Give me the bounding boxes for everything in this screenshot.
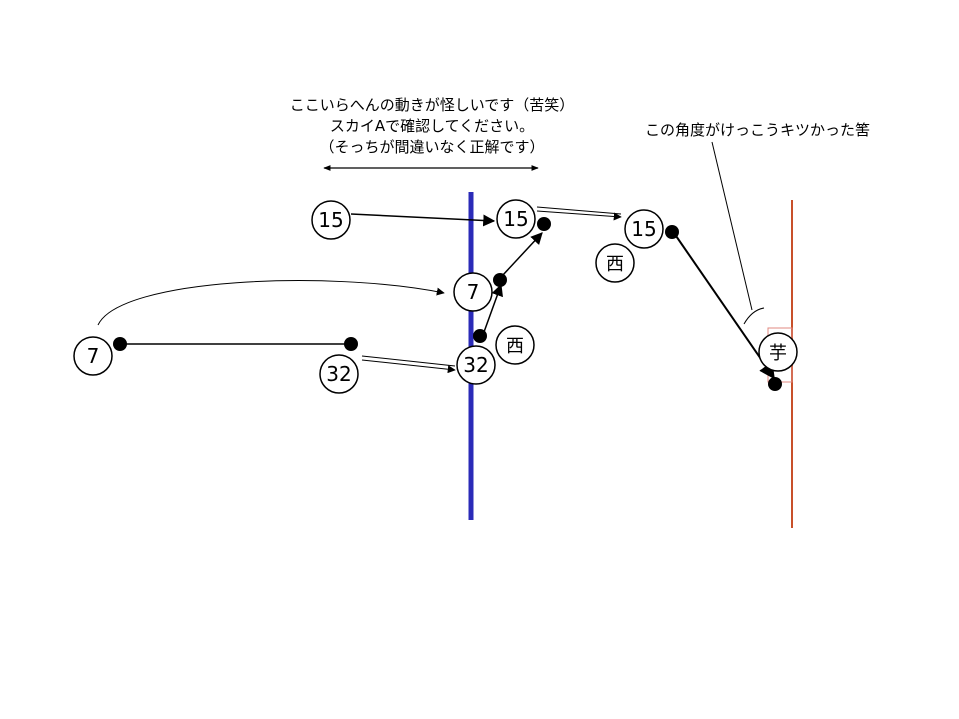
opponent-west-2-label: 西 bbox=[606, 254, 624, 275]
arrow-7-curve bbox=[97, 280, 445, 326]
player-15-start-label: 15 bbox=[318, 208, 343, 232]
ball-dot bbox=[665, 225, 679, 239]
player-7-start-label: 7 bbox=[87, 344, 100, 368]
angle-arc bbox=[743, 307, 765, 325]
opponent-west-2: 西 bbox=[595, 243, 635, 283]
arrow-15-run-2a bbox=[536, 206, 622, 215]
player-15-mid: 15 bbox=[496, 199, 536, 239]
top-comment-line1: ここいらへんの動きが怪しいです（苦笑） bbox=[290, 96, 575, 114]
angle-comment: この角度がけっこうキツかった筈 bbox=[645, 121, 870, 139]
top-comment: ここいらへんの動きが怪しいです（苦笑） スカイAで確認してください。 （そっちが… bbox=[290, 96, 575, 156]
arrow-pass-7-to-15 bbox=[501, 232, 543, 277]
ball-dot bbox=[473, 329, 487, 343]
top-comment-line2: スカイAで確認してください。 bbox=[330, 117, 534, 135]
player-15-end: 15 bbox=[624, 209, 664, 249]
ball-dot bbox=[537, 217, 551, 231]
goalkeeper-imo-label: 芋 bbox=[769, 343, 787, 364]
player-7-mid-label: 7 bbox=[467, 280, 480, 304]
opponent-west-1-label: 西 bbox=[506, 336, 524, 357]
arrow-15-run-2b bbox=[536, 210, 622, 221]
player-7-mid: 7 bbox=[453, 272, 493, 312]
player-32-start: 32 bbox=[319, 354, 359, 394]
ball-dot bbox=[768, 377, 782, 391]
arrow-32-run-a bbox=[361, 355, 456, 367]
arrow-32-run-b bbox=[361, 359, 456, 374]
ball-dot bbox=[113, 337, 127, 351]
goalkeeper-imo: 芋 bbox=[758, 332, 798, 372]
player-15-end-label: 15 bbox=[631, 217, 656, 241]
player-15-mid-label: 15 bbox=[503, 207, 528, 231]
top-comment-line3: （そっちが間違いなく正解です） bbox=[319, 138, 544, 156]
player-32-mid: 32 bbox=[456, 345, 496, 385]
arrow-pass-32-to-7 bbox=[483, 283, 503, 333]
ball-dot bbox=[344, 337, 358, 351]
player-7-start: 7 bbox=[73, 336, 113, 376]
player-32-start-label: 32 bbox=[326, 362, 351, 386]
player-32-mid-label: 32 bbox=[463, 353, 488, 377]
arrow-15-shot bbox=[673, 232, 775, 380]
ball-dot bbox=[493, 273, 507, 287]
arrow-15-run-1 bbox=[350, 213, 496, 227]
player-15-start: 15 bbox=[311, 200, 351, 240]
opponent-west-1: 西 bbox=[495, 325, 535, 365]
angle-pointer-line bbox=[711, 141, 753, 311]
